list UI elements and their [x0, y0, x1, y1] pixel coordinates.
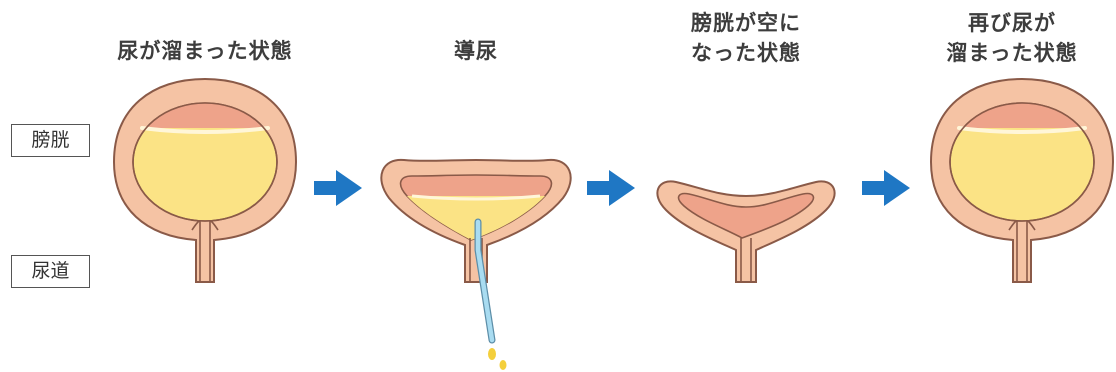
arrow-right-icon: [314, 170, 362, 206]
stage-title-line: なった状態: [666, 38, 826, 68]
stage-title-2: 導尿: [416, 36, 536, 66]
empty-bladder: [657, 181, 834, 282]
stage-title-3: 膀胱が空に なった状態: [666, 8, 826, 68]
stage-title-line: 導尿: [416, 36, 536, 66]
stage-title-line: 膀胱が空に: [666, 8, 826, 38]
full-bladder-1: [114, 79, 296, 282]
arrow-right-icon: [862, 170, 910, 206]
catheter-bladder: [381, 160, 570, 370]
stage-title-line: 尿が溜まった状態: [95, 36, 315, 66]
arrow-right-icon: [587, 170, 635, 206]
urethra-label: 尿道: [11, 255, 90, 288]
bladder-label: 膀胱: [11, 124, 90, 157]
stage-title-line: 再び尿が: [922, 8, 1102, 38]
stage-title-4: 再び尿が 溜まった状態: [922, 8, 1102, 68]
urine-drop: [500, 360, 507, 370]
urine-drop: [488, 348, 496, 360]
stage-title-line: 溜まった状態: [922, 38, 1102, 68]
stage-title-1: 尿が溜まった状態: [95, 36, 315, 66]
full-bladder-2: [931, 79, 1113, 282]
